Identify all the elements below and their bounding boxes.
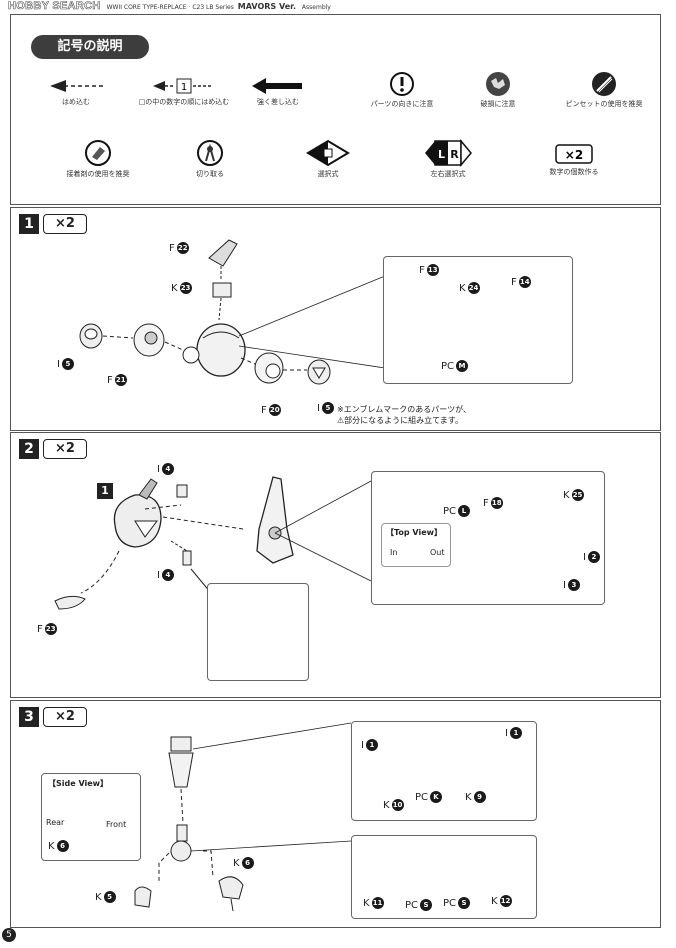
- legend-item-multiply: ×2 数字の個数作る: [519, 143, 629, 177]
- legend-item-cut: 切り取る: [155, 139, 265, 179]
- step-1-detail-inset: [383, 256, 573, 384]
- legend-item-insert-order: 1 □の中の数字の順にはめ込む: [129, 77, 239, 107]
- legend-item-orientation: パーツの向きに注意: [347, 71, 457, 109]
- svg-text:L: L: [438, 148, 445, 161]
- breakage-icon: [486, 72, 510, 96]
- press-in-arrow-icon: [252, 78, 302, 94]
- step-number: 1: [19, 214, 39, 234]
- tweezers-icon: [592, 72, 616, 96]
- legend-item-insert: はめ込む: [21, 77, 131, 107]
- step-number: 3: [19, 707, 39, 727]
- top-view-box: 【Top View】 In Out: [381, 523, 451, 567]
- svg-text:R: R: [450, 148, 459, 161]
- legend-item-press: 強く差し込む: [223, 77, 333, 107]
- step-3-upper-inset: [351, 721, 537, 821]
- svg-text:1: 1: [181, 82, 187, 93]
- nippers-icon: [197, 140, 223, 166]
- glue-icon: [85, 140, 111, 166]
- step-multiplier: ×2: [43, 439, 87, 459]
- step-multiplier: ×2: [43, 214, 87, 234]
- step-2-orientation-inset: [207, 583, 309, 681]
- step-1-panel: 1 ×2: [10, 207, 661, 431]
- page-header: HOBBY SEARCH WWII CORE TYPE-REPLACE · C2…: [0, 0, 676, 12]
- multiply-icon: ×2: [555, 144, 593, 164]
- legend-item-tweezers: ピンセットの使用を推奨: [549, 71, 659, 109]
- insert-arrow-icon: [50, 80, 104, 92]
- legend-item-breakage: 破損に注意: [443, 71, 553, 109]
- step-1-note: ※エンブレムマークのあるパーツが、 ⚠部分になるように組み立てます。: [337, 405, 471, 425]
- legend-item-select: 選択式: [273, 139, 383, 179]
- step-2-panel: 2 ×2 1 ! !: [10, 432, 661, 698]
- selection-icon: [306, 139, 350, 167]
- exclamation-icon: [390, 72, 414, 96]
- legend-item-glue: 接着剤の使用を推奨: [43, 139, 153, 179]
- step-number: 2: [19, 439, 39, 459]
- header-title: MAVORS Ver.: [237, 2, 296, 11]
- legend-panel: 記号の説明 はめ込む 1 □の中の数字の順にはめ込む 強く差し込む パーツの向き…: [10, 14, 661, 205]
- ordered-insert-icon: 1: [153, 78, 213, 94]
- header-section: Assembly: [301, 4, 331, 11]
- step-multiplier: ×2: [43, 707, 87, 727]
- page-number: 5: [2, 928, 16, 942]
- legend-title: 記号の説明: [31, 35, 149, 59]
- reference-step-badge: 1: [97, 483, 113, 499]
- watermark-logo: HOBBY SEARCH: [8, 0, 101, 12]
- header-subtitle: WWII CORE TYPE-REPLACE · C23 LB Series: [106, 4, 234, 11]
- svg-text:×2: ×2: [565, 148, 583, 162]
- step-3-panel: 3 ×2 !: [10, 700, 661, 928]
